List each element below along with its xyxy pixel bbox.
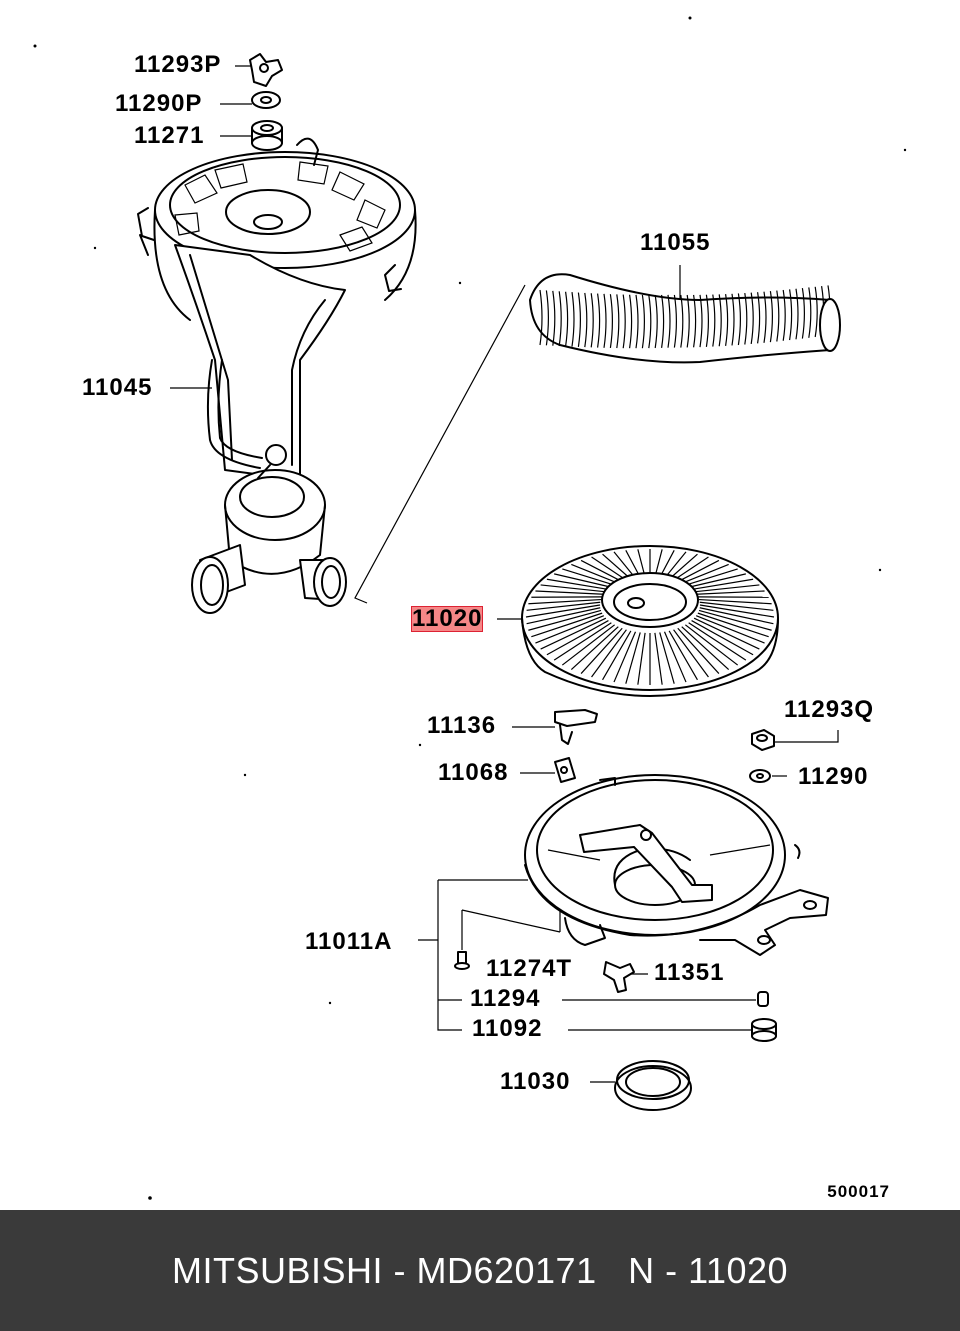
grommet-icon: [251, 120, 283, 151]
nut-icon: [751, 729, 775, 751]
specks: [33, 16, 907, 1200]
part-label-11293P: 11293P: [134, 51, 222, 78]
part-label-11045: 11045: [82, 374, 153, 401]
footer-bar: MITSUBISHI - MD620171 N - 11020: [0, 1210, 960, 1331]
part-label-11290: 11290: [798, 763, 869, 790]
bracket-clip-icon: [554, 709, 598, 745]
part-label-11290P: 11290P: [115, 90, 203, 117]
corrugated-hose-icon: [529, 273, 841, 364]
part-label-11293Q: 11293Q: [784, 696, 875, 723]
small-washer-icon: [749, 769, 771, 783]
lower-case-icon: [524, 774, 829, 956]
screw-icon: [454, 951, 470, 970]
part-label-11011A: 11011A: [305, 928, 393, 955]
air-cleaner-case-icon: [137, 151, 417, 614]
parts-diagram: [33, 16, 907, 1200]
part-label-11351: 11351: [654, 959, 725, 986]
leader-lines: [170, 65, 839, 1083]
wing-nut-icon: [249, 53, 283, 87]
bushing-icon: [751, 1018, 777, 1042]
diagram-code: 500017: [827, 1182, 890, 1201]
part-label-11274T: 11274T: [486, 955, 573, 982]
wing-bolt-icon: [603, 961, 635, 993]
part-label-11055: 11055: [640, 229, 711, 256]
footer-text: MITSUBISHI - MD620171 N - 11020: [171, 1249, 789, 1291]
part-label-11271: 11271: [134, 122, 205, 149]
part-label-11092: 11092: [472, 1015, 543, 1042]
air-filter-element-icon: [521, 545, 779, 697]
clip-icon: [554, 757, 576, 783]
part-label-11068: 11068: [438, 759, 509, 786]
part-label-11136: 11136: [427, 712, 497, 739]
gasket-ring-icon: [614, 1060, 692, 1111]
washer-icon: [251, 91, 281, 109]
part-label-11294: 11294: [470, 985, 541, 1012]
pin-icon: [757, 991, 769, 1007]
part-label-11020: 11020: [410, 605, 484, 632]
part-label-11030: 11030: [500, 1068, 571, 1095]
